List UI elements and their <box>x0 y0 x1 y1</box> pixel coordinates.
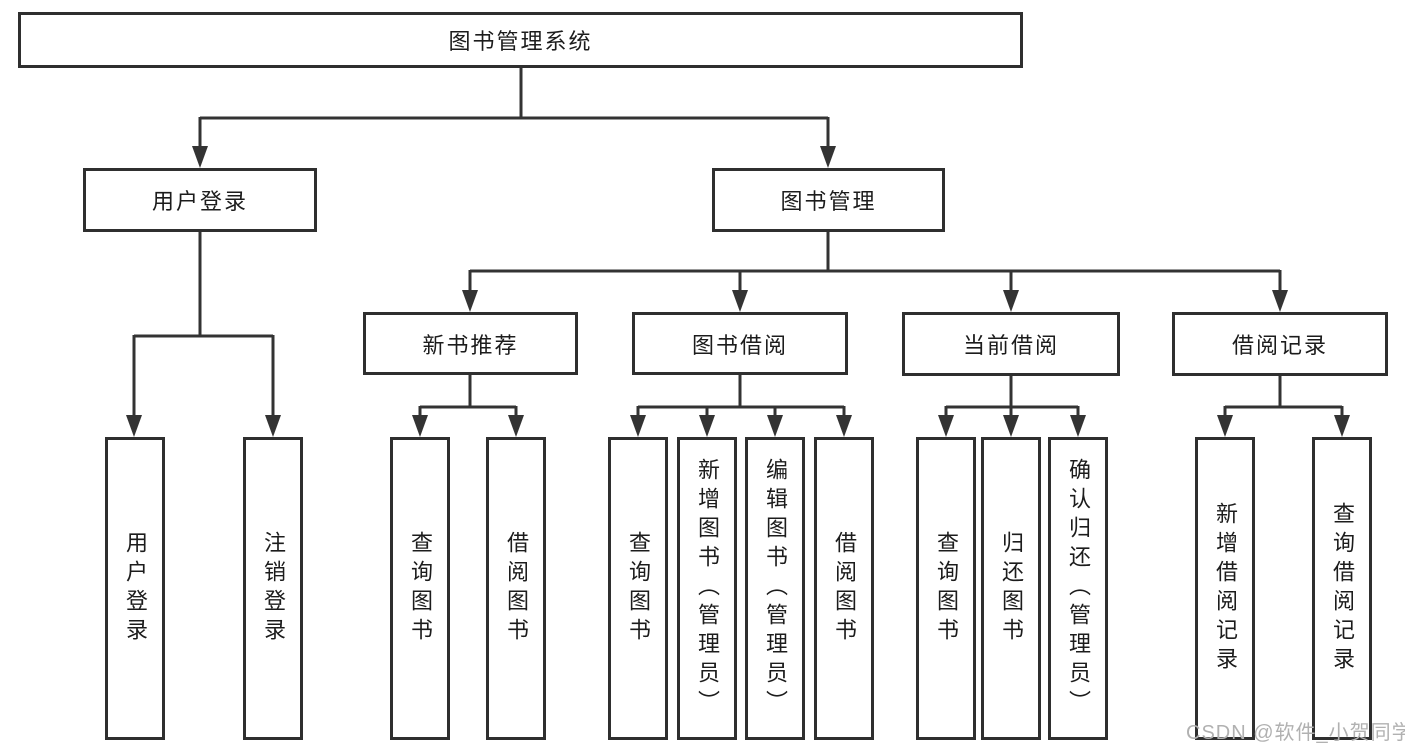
node-label: 编辑图书（管理员） <box>763 458 788 719</box>
node-label: 查询图书 <box>934 530 959 647</box>
connector-borrow-to-leaves <box>630 373 852 437</box>
connector-records-to-leaves <box>1217 375 1350 437</box>
node-root-system: 图书管理系统 <box>18 12 1023 68</box>
node-book-borrowing: 图书借阅 <box>632 312 848 375</box>
node-current-borrowing: 当前借阅 <box>902 312 1120 376</box>
connector-root-to-level2 <box>192 68 836 168</box>
node-label: 用户登录 <box>123 530 148 647</box>
connector-newbooks-to-leaves <box>412 373 524 437</box>
connector-userlogin-to-leaves <box>126 230 281 437</box>
node-label: 查询借阅记录 <box>1330 501 1355 676</box>
node-label: 新增图书（管理员） <box>695 458 720 719</box>
node-new-book-recommend: 新书推荐 <box>363 312 578 375</box>
leaf-confirm-return-admin: 确认归还（管理员） <box>1048 437 1108 740</box>
leaf-borrow-books: 借阅图书 <box>814 437 874 740</box>
leaf-edit-books-admin: 编辑图书（管理员） <box>745 437 805 740</box>
leaf-query-books-recommend: 查询图书 <box>390 437 450 740</box>
leaf-logout: 注销登录 <box>243 437 303 740</box>
node-label: 确认归还（管理员） <box>1066 458 1091 719</box>
leaf-borrow-books-recommend: 借阅图书 <box>486 437 546 740</box>
node-label: 归还图书 <box>999 530 1024 647</box>
connector-bookmgmt-to-level3 <box>462 230 1288 312</box>
leaf-query-books-borrowing: 查询图书 <box>608 437 668 740</box>
node-user-login: 用户登录 <box>83 168 317 232</box>
node-label: 图书管理系统 <box>448 29 593 54</box>
leaf-query-books-current: 查询图书 <box>916 437 976 740</box>
csdn-watermark: CSDN @软件_小贺同学 <box>1186 722 1405 744</box>
leaf-add-books-admin: 新增图书（管理员） <box>677 437 737 740</box>
node-label: 当前借阅 <box>962 333 1059 358</box>
leaf-add-borrow-record: 新增借阅记录 <box>1195 437 1255 740</box>
node-label: 图书借阅 <box>691 332 788 358</box>
node-label: 注销登录 <box>261 530 286 647</box>
node-label: 查询图书 <box>408 530 433 647</box>
leaf-user-login: 用户登录 <box>105 437 165 740</box>
node-label: 新增借阅记录 <box>1213 501 1238 676</box>
node-book-management: 图书管理 <box>712 168 945 232</box>
node-label: 新书推荐 <box>422 332 519 358</box>
connector-current-to-leaves <box>938 375 1086 437</box>
node-borrow-records: 借阅记录 <box>1172 312 1388 376</box>
node-label: 借阅记录 <box>1231 333 1328 358</box>
leaf-return-books: 归还图书 <box>981 437 1041 740</box>
node-label: 用户登录 <box>151 189 248 214</box>
node-label: 借阅图书 <box>832 530 857 647</box>
leaf-query-borrow-record: 查询借阅记录 <box>1312 437 1372 740</box>
node-label: 借阅图书 <box>504 530 529 647</box>
node-label: 查询图书 <box>626 530 651 647</box>
node-label: 图书管理 <box>780 189 877 214</box>
